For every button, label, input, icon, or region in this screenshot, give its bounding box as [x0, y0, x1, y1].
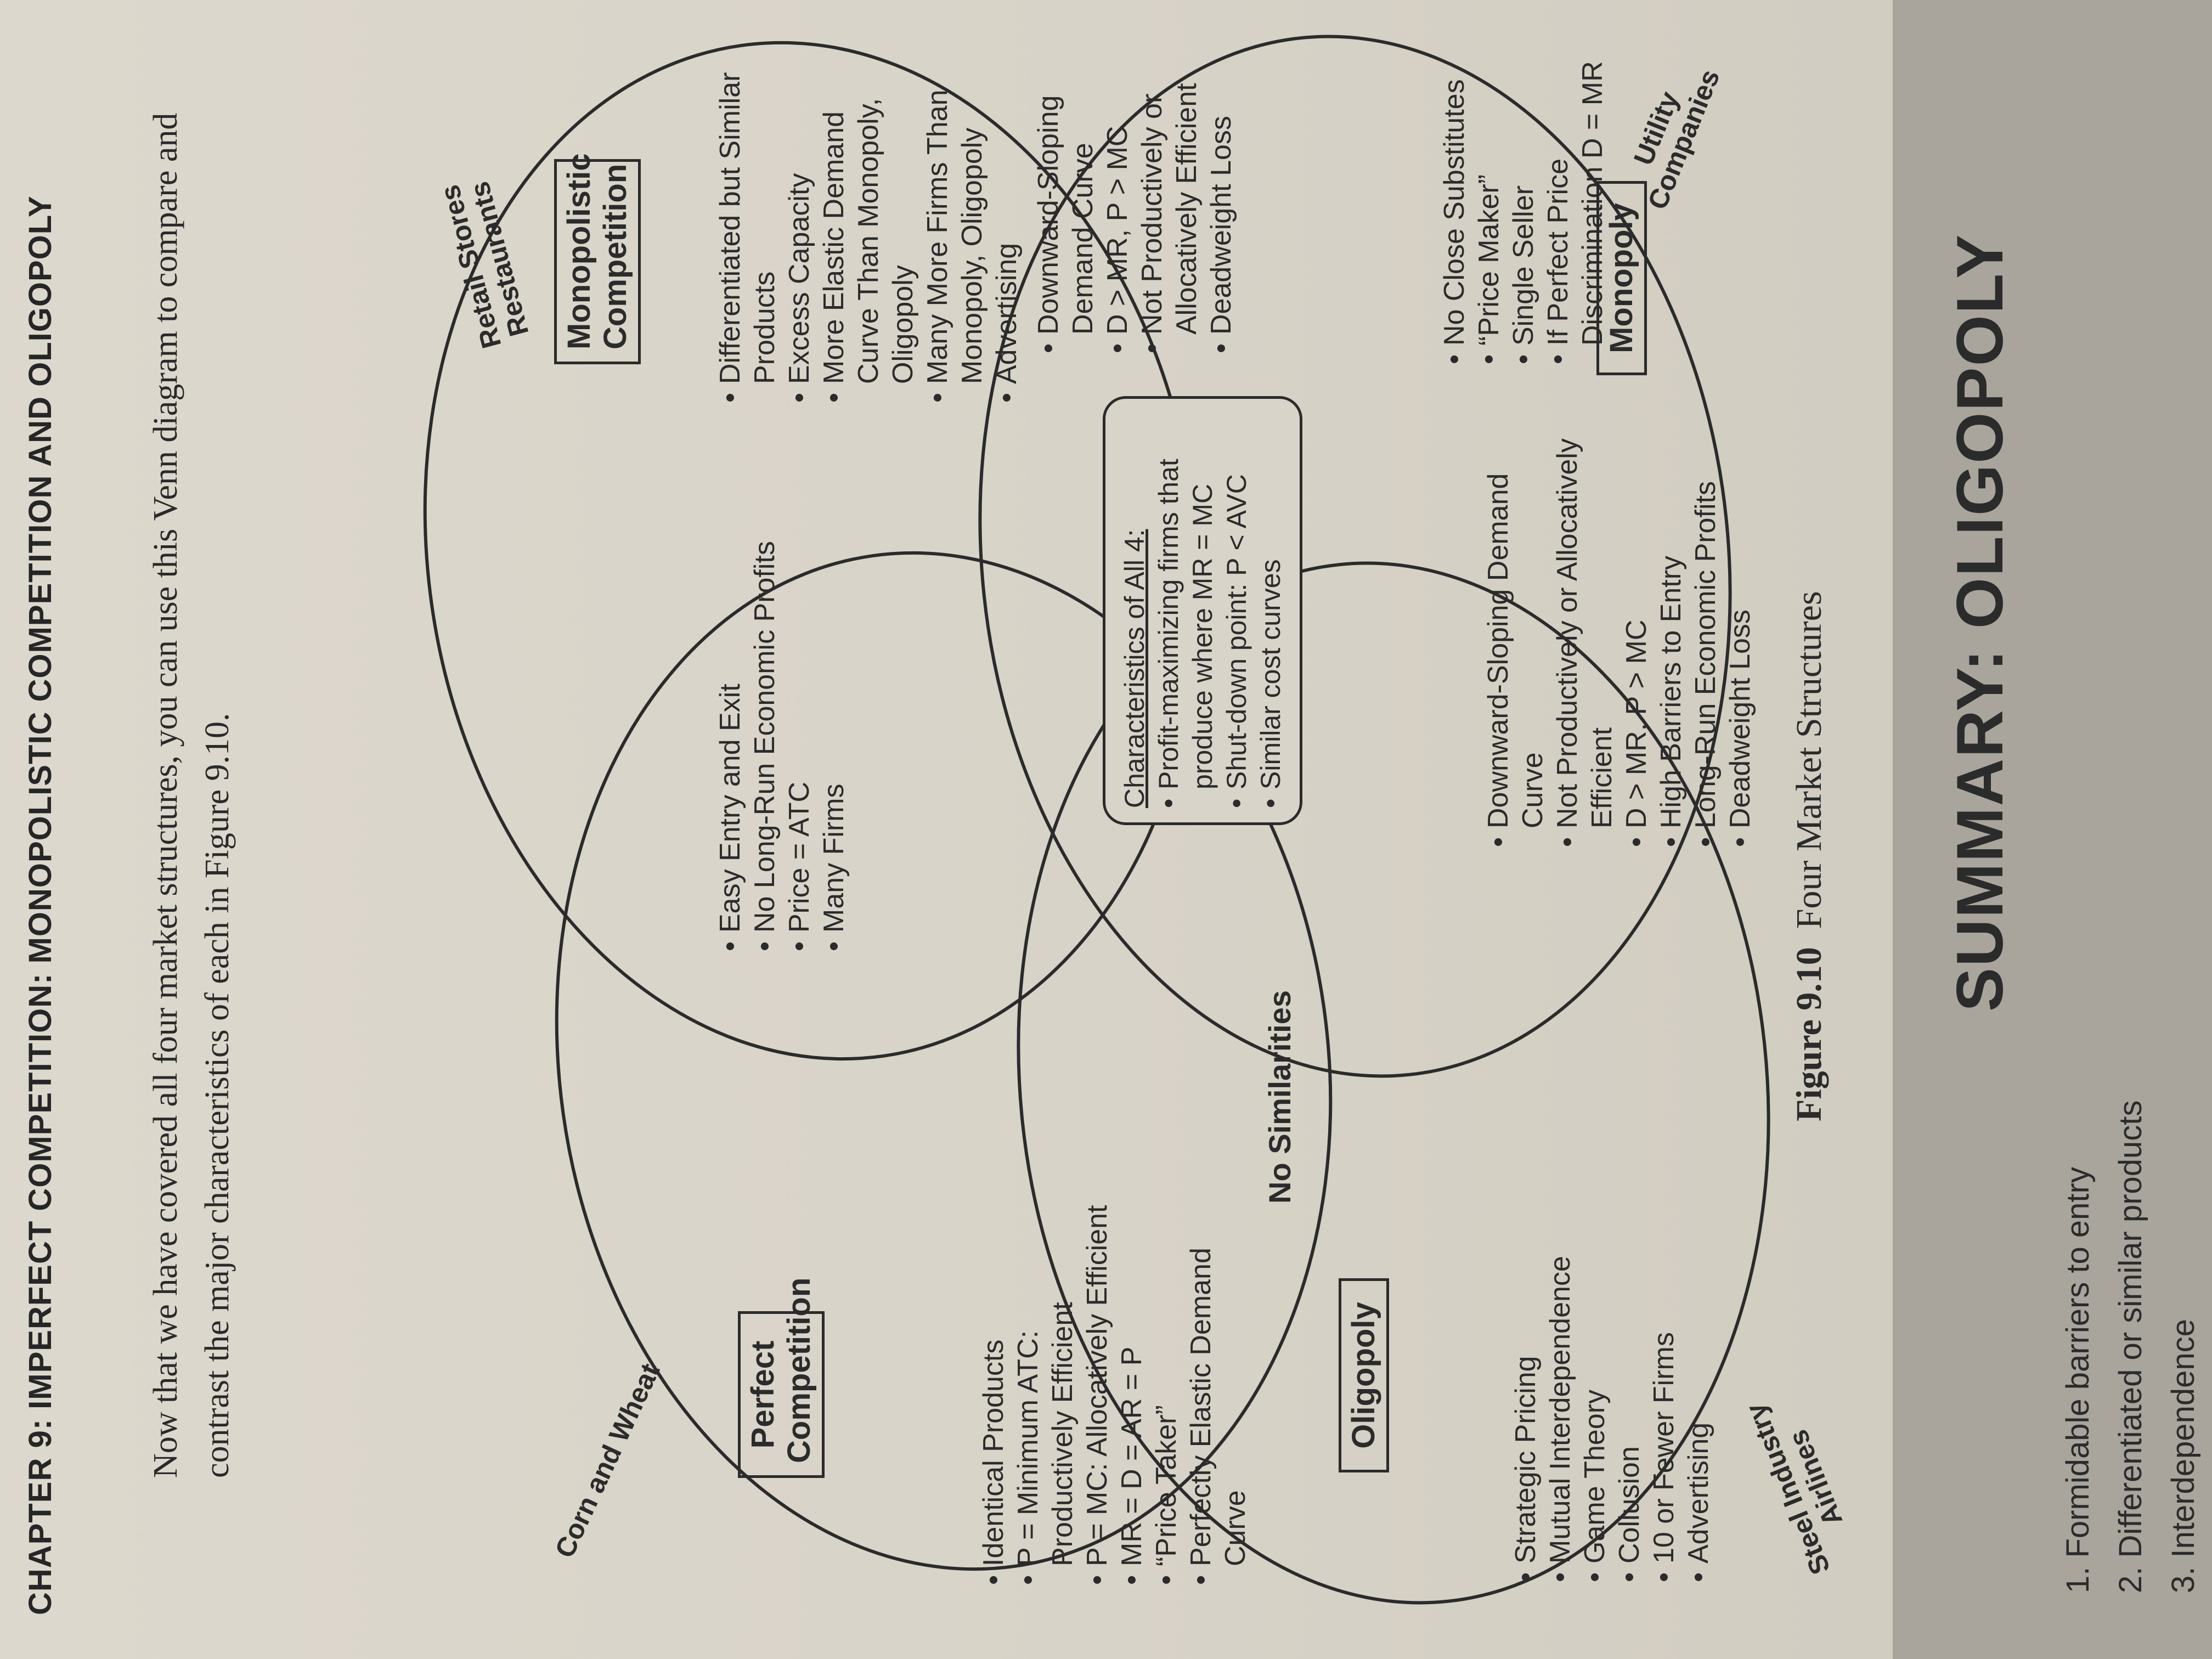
list-item: Deadweight Loss: [1204, 46, 1239, 353]
list-item: “Price Taker”: [1149, 1201, 1184, 1585]
summary-title: SUMMARY: OLIGOPOLY: [1943, 233, 2017, 1012]
list-item: High Barriers to Entry: [1654, 430, 1689, 847]
list-item: Single Seller: [1506, 24, 1541, 364]
list-item: Identical Products: [977, 1201, 1011, 1585]
list-item: Differentiated but Similar Products: [713, 63, 782, 403]
list-monopolistic-monopoly: Downward-Sloping Demand Curve D > MR, P …: [1031, 46, 1239, 353]
list-item: Downward-Sloping Demand Curve: [1481, 430, 1550, 847]
list-item: Not Productively or Allocatively Efficie…: [1550, 430, 1620, 847]
center-characteristics-box: Characteristics of All 4: Profit-maximiz…: [1103, 396, 1302, 825]
list-oligopoly-monopoly: Downward-Sloping Demand Curve Not Produc…: [1481, 430, 1758, 847]
list-item: No Long-Run Economic Profits: [748, 501, 782, 951]
list-perfect-competition: Identical Products P = Minimum ATC: Prod…: [977, 1201, 1253, 1585]
list-item: D > MR, P > MC: [1101, 46, 1135, 353]
list-item: Profit-maximizing firms that produce whe…: [1152, 413, 1220, 808]
list-item: Shut-down point: P < AVC: [1220, 413, 1254, 808]
list-item: Many More Firms Than Monopoly, Oligopoly: [921, 63, 990, 403]
list-item: Excess Capacity: [782, 63, 817, 403]
summary-item: 2. Differentiated or similar products: [2113, 1100, 2148, 1593]
list-item: Easy Entry and Exit: [713, 501, 748, 951]
list-item: P = Minimum ATC: Productively Efficient: [1011, 1201, 1080, 1585]
list-item: Perfectly Elastic Demand Curve: [1184, 1201, 1253, 1585]
label-perfect-competition: Perfect Competition: [738, 1278, 825, 1478]
label-monopolistic-competition: Monopolistic Competition: [554, 153, 641, 364]
list-item: P = MC: Allocatively Efficient: [1080, 1201, 1115, 1585]
list-item: Downward-Sloping Demand Curve: [1031, 46, 1101, 353]
figure-number: Figure 9.10: [1789, 947, 1829, 1121]
list-oligopoly: Strategic Pricing Mutual Interdependence…: [1509, 1165, 1716, 1582]
list-item: Many Firms: [817, 501, 851, 951]
list-monopolistic-competition: Differentiated but Similar Products Exce…: [713, 63, 1024, 403]
list-item: Long-Run Economic Profits: [1689, 430, 1723, 847]
list-item: Price = ATC: [782, 501, 817, 951]
list-center: Profit-maximizing firms that produce whe…: [1152, 413, 1288, 808]
list-item: Advertising: [990, 63, 1024, 403]
list-item: D > MR, P > MC: [1620, 430, 1654, 847]
list-item: MR = D = AR = P: [1115, 1201, 1149, 1585]
list-item: Advertising: [1681, 1165, 1716, 1582]
list-item: Strategic Pricing: [1509, 1165, 1543, 1582]
list-monopoly: No Close Substitutes “Price Maker” Singl…: [1437, 24, 1610, 364]
list-item: Not Productively or Allocatively Efficie…: [1135, 46, 1204, 353]
summary-item: 1. Formidable barriers to entry: [2060, 1167, 2096, 1593]
list-item: Collusion: [1612, 1165, 1647, 1582]
figure-title: Four Market Structures: [1789, 591, 1829, 929]
list-item: Game Theory: [1578, 1165, 1612, 1582]
summary-list: 1. Formidable barriers to entry 2. Diffe…: [2052, 715, 2210, 1593]
figure-caption: Figure 9.10 Four Market Structures: [1788, 591, 1830, 1121]
center-title: Characteristics of All 4:: [1119, 529, 1150, 808]
list-item: More Elastic Demand Curve Than Monopoly,…: [817, 63, 921, 403]
oligopoly-ellipse: [1017, 561, 1770, 1605]
list-item: No Close Substitutes: [1437, 24, 1472, 364]
list-item: Deadweight Loss: [1723, 430, 1758, 847]
no-similarities-label: No Similarities: [1262, 990, 1297, 1204]
label-oligopoly: Oligopoly: [1339, 1278, 1389, 1472]
list-item: Mutual Interdependence: [1543, 1165, 1578, 1582]
list-item: 10 or Fewer Firms: [1647, 1165, 1681, 1582]
list-item: “Price Maker”: [1472, 24, 1506, 364]
list-perfect-monopolistic: Easy Entry and Exit No Long-Run Economic…: [713, 501, 851, 951]
summary-item: 3. Interdependence: [2165, 1319, 2201, 1593]
list-item: Similar cost curves: [1254, 413, 1288, 808]
